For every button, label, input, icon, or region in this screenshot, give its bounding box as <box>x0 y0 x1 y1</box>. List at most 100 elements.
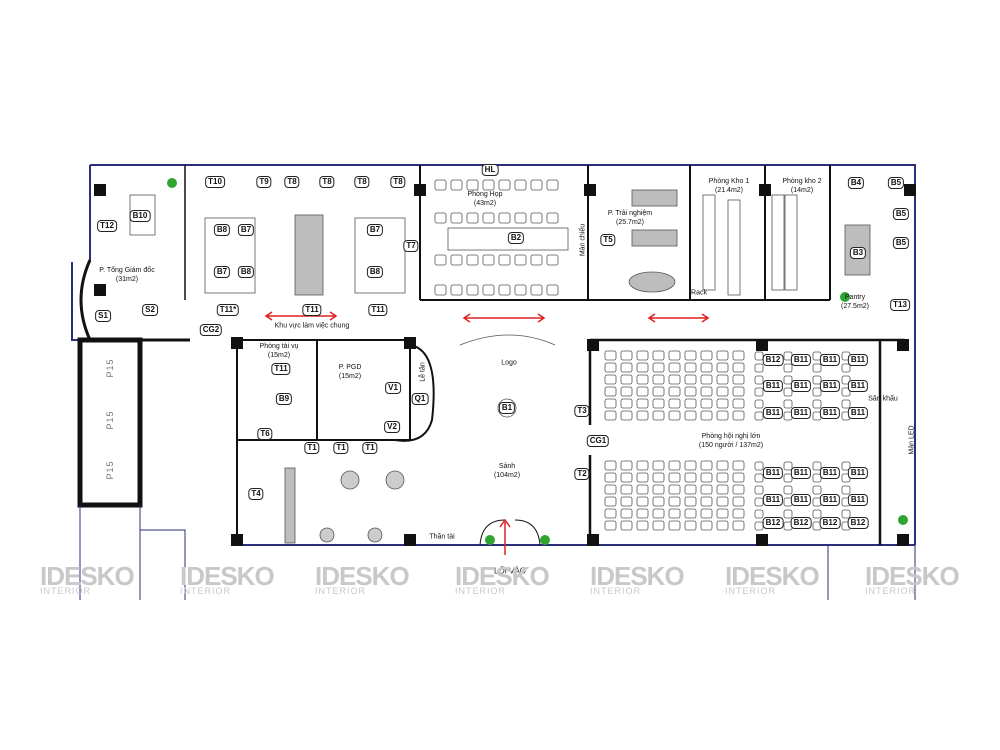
equipment-tag: B11 <box>847 380 869 392</box>
chair <box>530 212 543 224</box>
chair <box>546 179 559 191</box>
structural-column <box>756 534 768 546</box>
lift-label: P15 <box>105 358 115 378</box>
equipment-tag: T1 <box>333 442 349 454</box>
plant-icon <box>485 535 495 545</box>
reception-label: Lễ tân <box>419 362 427 382</box>
equipment-tag: B10 <box>129 210 151 222</box>
led-screen-label: Màn LED <box>908 425 916 455</box>
chair <box>812 363 822 373</box>
chair <box>754 485 764 495</box>
chair <box>732 460 745 471</box>
chair <box>604 520 617 531</box>
chair <box>812 485 822 495</box>
chair <box>841 509 851 519</box>
room-area: (27.5m2) <box>840 303 870 310</box>
equipment-tag: B11 <box>790 380 812 392</box>
chair <box>466 284 479 296</box>
equipment-tag: T5 <box>600 234 616 246</box>
plant-icon <box>540 535 550 545</box>
chair <box>514 254 527 266</box>
chair <box>732 496 745 507</box>
chair <box>604 410 617 421</box>
room-name: Phòng tài vụ <box>259 343 299 350</box>
equipment-tag: B5 <box>887 177 905 189</box>
equipment-tag: T3 <box>574 405 590 417</box>
chair <box>604 386 617 397</box>
structural-column <box>231 337 243 349</box>
structural-column <box>94 284 106 296</box>
chair <box>466 212 479 224</box>
chair <box>716 484 729 495</box>
chair <box>716 496 729 507</box>
chair <box>684 472 697 483</box>
equipment-tag: T7 <box>403 240 419 252</box>
chair <box>620 472 633 483</box>
room-name: P. PGD <box>338 364 362 371</box>
chair <box>450 254 463 266</box>
chair <box>652 460 665 471</box>
structural-column <box>584 184 596 196</box>
chair <box>754 473 764 483</box>
chair <box>604 472 617 483</box>
equipment-tag: Q1 <box>411 393 429 405</box>
upper-rooms-wall <box>419 165 831 301</box>
chair <box>716 350 729 361</box>
chair <box>434 254 447 266</box>
structural-column <box>897 534 909 546</box>
room-label: Rack <box>691 289 707 298</box>
chair <box>466 254 479 266</box>
chair <box>636 460 649 471</box>
equipment-tag: V2 <box>384 421 400 433</box>
watermark-brand: IDESKO <box>865 561 960 591</box>
chair <box>732 410 745 421</box>
chair <box>700 350 713 361</box>
chair <box>668 520 681 531</box>
chair <box>783 387 793 397</box>
chair <box>636 496 649 507</box>
chair <box>732 374 745 385</box>
equipment-tag: T11 <box>271 363 291 375</box>
room-label: P. Trải nghiệm(25.7m2) <box>608 209 652 227</box>
chair <box>684 520 697 531</box>
equipment-tag: T10 <box>205 176 225 188</box>
chair <box>652 398 665 409</box>
chair <box>716 520 729 531</box>
lobby-table <box>319 527 335 543</box>
chair <box>732 508 745 519</box>
chair <box>668 362 681 373</box>
chair <box>732 350 745 361</box>
room-name: Sảnh <box>498 463 516 470</box>
equipment-tag: B11 <box>790 354 812 366</box>
chair <box>620 386 633 397</box>
chair <box>700 508 713 519</box>
entrance-arrow <box>499 518 511 555</box>
room-label: Thần tài <box>429 533 454 542</box>
equipment-tag: B11 <box>819 467 841 479</box>
equipment-tag: B11 <box>762 494 784 506</box>
room-name: Sân khấu <box>868 395 898 403</box>
equipment-tag: T1 <box>304 442 320 454</box>
chair <box>684 374 697 385</box>
equipment-tag: B5 <box>892 237 910 249</box>
chair <box>546 284 559 296</box>
chair <box>546 212 559 224</box>
room-name: Pantry <box>844 294 866 301</box>
lobby-table <box>367 527 383 543</box>
equipment-tag: HL <box>481 164 499 176</box>
chair <box>716 398 729 409</box>
chair <box>716 410 729 421</box>
equipment-tag: T1 <box>362 442 378 454</box>
room-label: Pantry (27.5m2) <box>841 293 869 311</box>
equipment-tag: B11 <box>847 354 869 366</box>
chair <box>450 179 463 191</box>
chair <box>754 363 764 373</box>
watermark-brand: IDESKO <box>315 561 410 591</box>
chair <box>482 179 495 191</box>
chair <box>754 411 764 421</box>
room-name: Logo <box>501 359 517 367</box>
